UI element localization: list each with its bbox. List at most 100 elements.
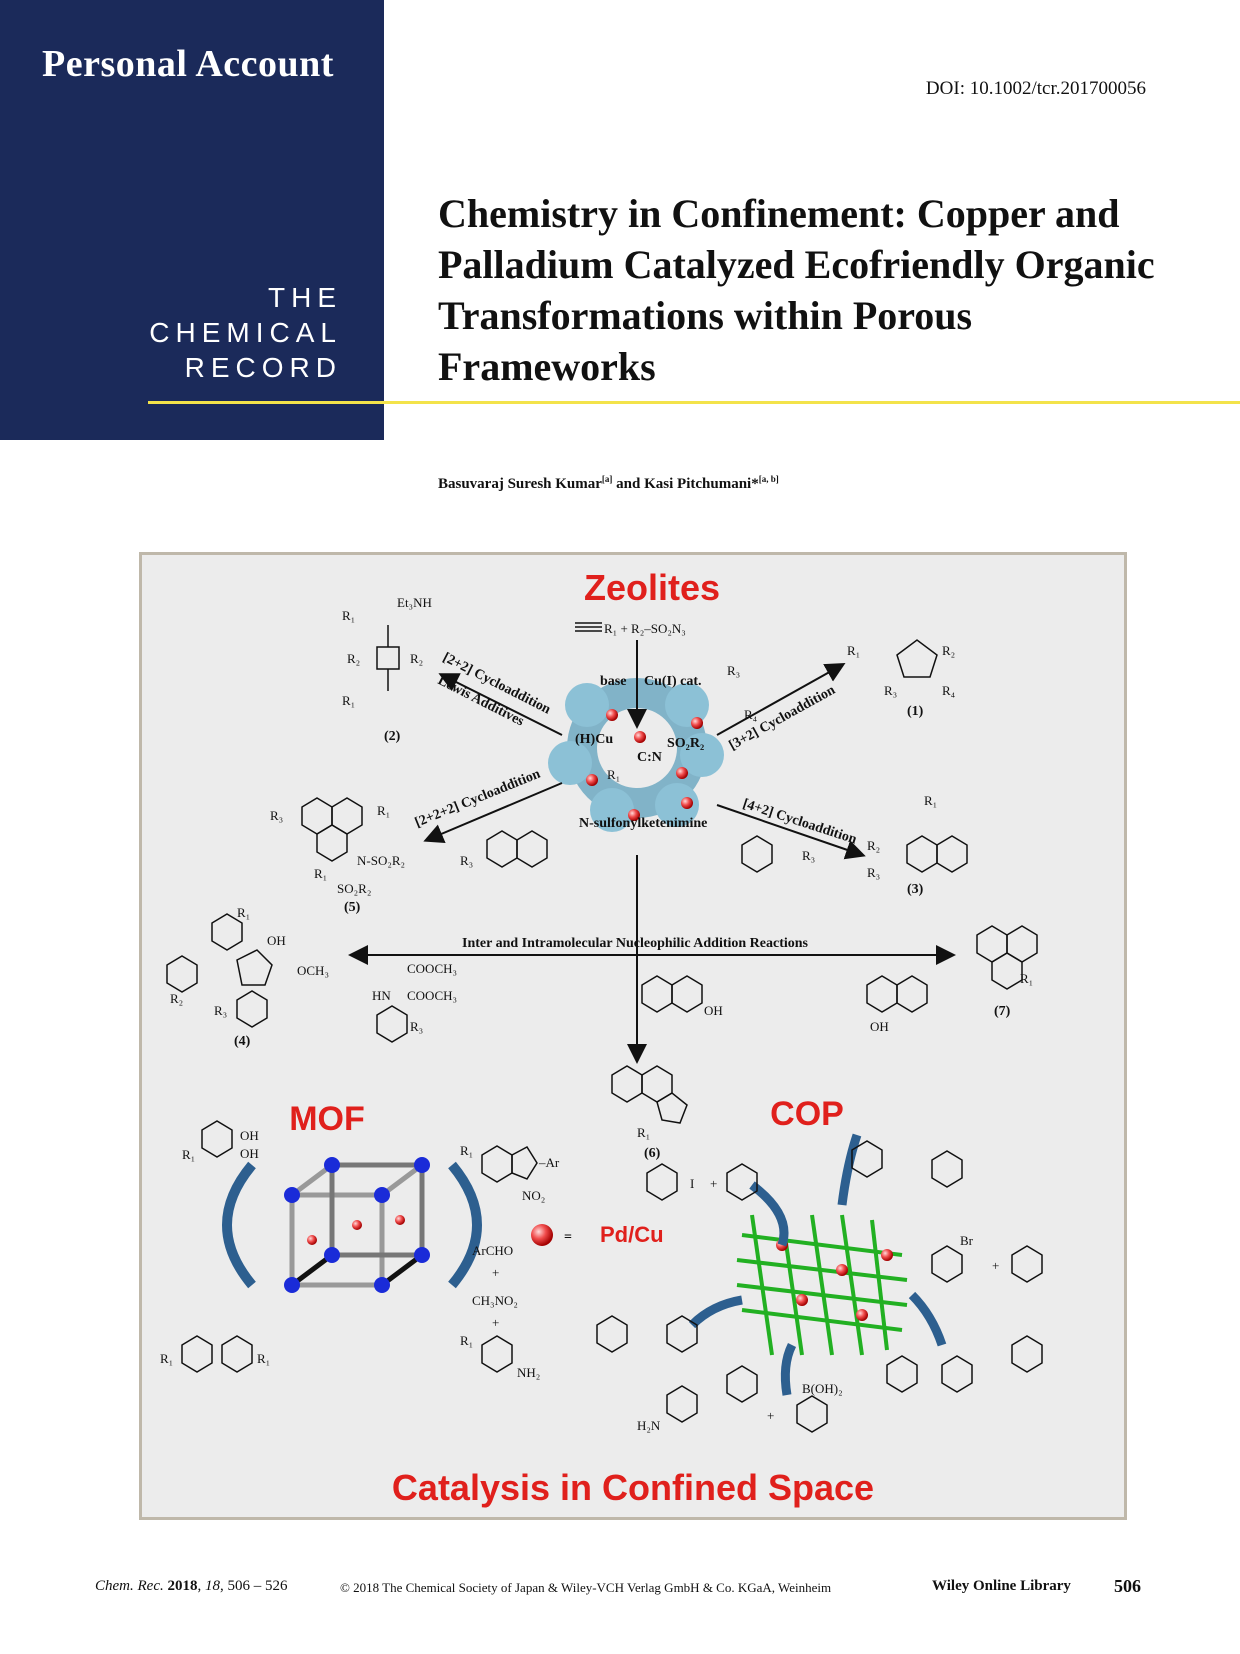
nitrone-r4: R₄	[744, 707, 758, 722]
product-3-label: (3)	[907, 882, 924, 897]
affiliation-ref: [a, b]	[758, 474, 779, 484]
hydroxynaphthoquinone	[641, 975, 703, 1013]
iodo-label: I	[690, 1176, 694, 1191]
product-6-structure	[611, 1065, 688, 1124]
author-1[interactable]: Basuvaraj Suresh Kumar	[438, 476, 602, 492]
product-4-och3: OCH₃	[297, 963, 329, 978]
styrene	[1011, 1245, 1043, 1283]
product-2-structure	[376, 625, 400, 691]
legend-pd-cu: Pd/Cu	[600, 1222, 664, 1247]
alkyne-reactant	[575, 622, 602, 632]
aminopyridine-reagent	[481, 1335, 513, 1373]
section-label: Personal Account	[42, 43, 334, 85]
product-2-r1b: R₁	[342, 693, 355, 708]
stilbene	[851, 1140, 963, 1188]
cop-arrow-out	[837, 1133, 862, 1206]
product-4-r2: R₂	[170, 991, 183, 1006]
journal-line: RECORD	[184, 352, 342, 383]
citation-year: 2018	[167, 1578, 198, 1594]
cop-arrow-left	[688, 1295, 743, 1329]
graphical-abstract: Zeolites R₁ + R₂–SO₂N₃ base Cu(I) cat. (…	[139, 552, 1127, 1520]
journal-line: CHEMICAL	[149, 317, 342, 348]
author-and: and	[612, 476, 645, 492]
doi-link[interactable]: DOI: 10.1002/tcr.201700056	[925, 78, 1146, 99]
abstract-graphic: Zeolites R₁ + R₂–SO₂N₃ base Cu(I) cat. (…	[160, 567, 1043, 1508]
bromo-label: Br	[960, 1233, 974, 1248]
product-5-r1b: R₁	[314, 866, 327, 881]
cyclo-42-label: [4+2] Cycloaddition	[741, 797, 859, 848]
aniline-r3: R₃	[410, 1019, 423, 1034]
bromobenzene	[931, 1245, 963, 1283]
aminopyr-nh2: NH₂	[517, 1365, 540, 1380]
product-4-oh: OH	[267, 933, 286, 948]
citation-volume: 18	[204, 1578, 220, 1594]
cop-network	[736, 1214, 908, 1356]
affiliation-ref: [a]	[601, 474, 613, 484]
nitrone-r3: R₃	[727, 663, 740, 678]
cop-arrow-down	[780, 1342, 797, 1396]
cooch3-1: COOCH₃	[407, 961, 457, 976]
product-2-r1: R₁	[342, 608, 355, 623]
cu-catalyst-label: Cu(I) cat.	[644, 674, 702, 689]
wiley-library-link[interactable]: Wiley Online Library	[932, 1578, 1071, 1594]
product-2-r2b: R₂	[410, 651, 423, 666]
product-7-r1: R₁	[1020, 971, 1033, 986]
plus-4: +	[992, 1258, 999, 1273]
product-4-label: (4)	[234, 1034, 251, 1049]
so2r2-label: SO₂R₂	[337, 881, 371, 896]
iodobenzene	[646, 1163, 678, 1201]
aniline-reactant	[376, 1005, 408, 1043]
plus-3: +	[710, 1176, 717, 1191]
page-number: 506	[1114, 1576, 1141, 1596]
product-5-label: (5)	[344, 900, 361, 915]
zeolites-title: Zeolites	[584, 567, 720, 608]
title-line: Chemistry in Confinement: Copper and	[438, 191, 1120, 236]
cop-arrow-in	[749, 1181, 789, 1247]
imidazo-ar: –Ar	[538, 1155, 560, 1170]
citation-pages: , 506 – 526	[219, 1578, 288, 1594]
dihydroxy-oh: OH	[870, 1019, 889, 1034]
catalyst-ball-icon	[531, 1224, 553, 1246]
product-4-structure	[166, 913, 273, 1028]
quinoline-reactant	[486, 830, 548, 868]
product-1-r3: R₃	[884, 683, 897, 698]
citation: Chem. Rec. 2018, 18, 506 – 526	[95, 1578, 288, 1594]
product-2-label: (2)	[384, 729, 401, 744]
product-5-r3: R₃	[270, 808, 283, 823]
mof-framework	[284, 1157, 430, 1293]
product-7-label: (7)	[994, 1004, 1011, 1019]
boronic-oh1: OH	[240, 1128, 259, 1143]
header-rule	[148, 401, 1240, 404]
int-right: SO₂R₂	[667, 736, 704, 751]
imidazo-no2: NO₂	[522, 1188, 545, 1203]
title-line: Transformations within Porous	[438, 293, 973, 338]
arylamino-flavone	[886, 1335, 1043, 1393]
article-title: Chemistry in Confinement: Copper and Pal…	[438, 188, 1178, 392]
imidazopyridine	[481, 1145, 538, 1183]
product-7-structure	[976, 925, 1038, 990]
product-1-r2: R₂	[942, 643, 955, 658]
aminopyridine-reactant	[741, 835, 773, 873]
product-3-structure	[906, 835, 968, 873]
mof-right-arrow	[448, 1161, 482, 1289]
journal-abbrev: Chem. Rec.	[95, 1578, 164, 1594]
title-line: Frameworks	[438, 344, 656, 389]
plus-5: +	[767, 1408, 774, 1423]
dihydroxynaphthoquinone	[866, 975, 928, 1013]
product-6-r1: R₁	[637, 1125, 650, 1140]
product-6-label: (6)	[644, 1146, 661, 1161]
legend-equals: =	[564, 1230, 572, 1245]
phenylboronic-cop	[796, 1395, 828, 1433]
diphenylacetylene	[596, 1315, 698, 1353]
product-2-r2: R₂	[347, 651, 360, 666]
boronic-r1: R₁	[182, 1147, 195, 1162]
intermediate-label: N-sulfonylketenimine	[579, 816, 707, 831]
int-left: (H)Cu	[575, 732, 613, 747]
confined-space-title: Catalysis in Confined Space	[392, 1467, 874, 1508]
product-3-r3: R₃	[867, 865, 880, 880]
author-list: Basuvaraj Suresh Kumar[a] and Kasi Pitch…	[438, 474, 779, 493]
h2n-label: H₂N	[637, 1418, 661, 1433]
author-2[interactable]: Kasi Pitchumani*	[644, 476, 759, 492]
product-1-structure	[896, 639, 938, 678]
int-center: C:N	[637, 750, 662, 765]
